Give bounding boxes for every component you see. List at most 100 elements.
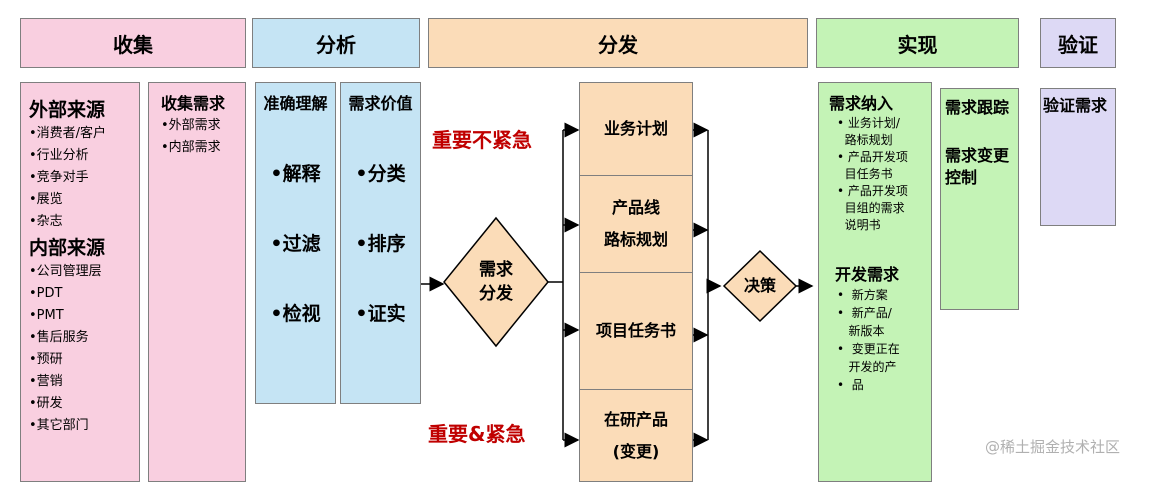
flow-connectors [421, 122, 814, 448]
accept-item: • 产品开发项 [837, 184, 908, 198]
internal-source-item: •其它部门 [29, 418, 89, 433]
dev-need-text: 新方案 [851, 288, 888, 302]
understand-title: 准确理解 [263, 94, 328, 113]
accept-item: 说明书 [837, 218, 881, 232]
internal-source-item: •预研 [29, 352, 63, 367]
flow-roadmap: 产品线 路标规划 [580, 176, 692, 273]
accept-item: • 产品开发项 [837, 150, 908, 164]
dev-need-text: 品 [851, 378, 864, 392]
understand-list: •解释 •过滤 •检视 [256, 163, 335, 325]
value-item: •排序 [355, 233, 406, 255]
internal-source-item: •售后服务 [29, 330, 89, 345]
change-control-line-1: 需求变更 [945, 146, 1010, 165]
accept-title: 需求纳入 [829, 94, 894, 113]
sources-box: 外部来源 •消费者/客户 •行业分析 •竞争对手 •展览 •杂志 内部来源 •公司管理层… [20, 82, 140, 482]
verify-title: 验证需求 [1043, 96, 1108, 115]
dev-need-text: 新产品/ [851, 306, 892, 320]
distribute-diamond [443, 216, 549, 348]
verify-box: 验证需求 [1040, 88, 1116, 226]
implement-track-box: 需求跟踪 需求变更 控制 [940, 88, 1019, 310]
header-verify: 验证 [1040, 18, 1116, 68]
diamond-line-1: 需求 [479, 260, 513, 280]
dev-need-item: 开发的产 [837, 358, 931, 376]
flow-project-charter: 项目任务书 [580, 273, 692, 390]
flow-in-dev-product: 在研产品 (变更) [580, 390, 692, 482]
internal-source-item: •公司管理层 [29, 264, 102, 279]
external-source-item: •展览 [29, 192, 63, 207]
dev-need-item: • 新方案 [837, 286, 931, 304]
external-source-item: •竞争对手 [29, 170, 89, 185]
value-list: •分类 •排序 •证实 [341, 163, 420, 325]
dev-need-text: 变更正在 [851, 342, 900, 356]
collect-need-item: •内部需求 [161, 140, 221, 155]
dev-need-item: • 变更正在 [837, 340, 931, 358]
distribute-diamond-label: 需求 分发 [446, 258, 546, 306]
header-distribute-label: 分发 [598, 32, 638, 57]
dev-need-item: • 新产品/ [837, 304, 931, 322]
understand-item: •检视 [270, 303, 321, 325]
understand-item: •解释 [270, 163, 321, 185]
external-source-item: •杂志 [29, 214, 63, 229]
external-sources-title: 外部来源 [29, 99, 106, 121]
internal-sources-title: 内部来源 [29, 237, 106, 259]
internal-source-item: •研发 [29, 396, 63, 411]
external-source-item: •消费者/客户 [29, 126, 107, 141]
dev-need-text: 新版本 [848, 324, 885, 338]
flow-in-dev-line-1: 在研产品 [603, 410, 668, 429]
track-title: 需求跟踪 [945, 98, 1010, 117]
understand-box: 准确理解 •解释 •过滤 •检视 [255, 82, 336, 404]
collect-needs-title: 收集需求 [161, 94, 226, 113]
flow-business-plan-label: 业务计划 [603, 119, 668, 138]
understand-item: •过滤 [270, 233, 321, 255]
bullet-icon [837, 324, 848, 338]
priority-important-urgent: 重要&紧急 [428, 422, 526, 446]
header-analyze-label: 分析 [316, 32, 356, 57]
dev-need-item: 新版本 [837, 322, 931, 340]
priority-important-not-urgent: 重要不紧急 [432, 128, 532, 152]
dev-needs-title: 开发需求 [835, 265, 900, 284]
value-title: 需求价值 [348, 94, 413, 113]
dev-needs-list: • 新方案• 新产品/ 新版本• 变更正在 开发的产• 品 [837, 286, 931, 394]
value-item: •分类 [355, 163, 406, 185]
change-control-line-2: 控制 [945, 168, 978, 187]
diamond-line-2: 分发 [479, 284, 513, 304]
external-sources-list: •消费者/客户 •行业分析 •竞争对手 •展览 •杂志 [29, 123, 139, 233]
accept-item: 目任务书 [837, 167, 893, 181]
external-source-item: •行业分析 [29, 148, 89, 163]
decision-label: 决策 [743, 276, 776, 295]
flow-project-charter-label: 项目任务书 [595, 321, 676, 340]
header-analyze: 分析 [252, 18, 420, 68]
bullet-icon: • [837, 342, 852, 356]
internal-sources-list: •公司管理层 •PDT •PMT •售后服务 •预研 •营销 •研发 •其它部门 [29, 261, 139, 437]
flow-column: 业务计划 产品线 路标规划 项目任务书 在研产品 (变更) [579, 82, 693, 482]
accept-item: • 业务计划/ [837, 116, 900, 130]
internal-source-item: •PDT [29, 286, 63, 301]
accept-list: • 业务计划/ 路标规划 • 产品开发项 目任务书 • 产品开发项 目组的需求 说明… [837, 115, 931, 234]
bullet-icon: • [837, 306, 852, 320]
dev-need-text: 开发的产 [848, 360, 897, 374]
collect-needs-box: 收集需求 •外部需求 •内部需求 [148, 82, 246, 482]
header-distribute: 分发 [428, 18, 808, 68]
value-item: •证实 [355, 303, 406, 325]
internal-source-item: •营销 [29, 374, 63, 389]
header-collect-label: 收集 [113, 32, 153, 57]
implement-accept-box: 需求纳入 • 业务计划/ 路标规划 • 产品开发项 目任务书 • 产品开发项 目组的… [818, 82, 932, 482]
watermark: @稀土掘金技术社区 [985, 438, 1121, 456]
internal-source-item: •PMT [29, 308, 64, 323]
bullet-icon: • [837, 288, 852, 302]
decision-diamond [722, 249, 798, 323]
flow-in-dev-line-2: (变更) [612, 442, 660, 461]
collect-needs-list: •外部需求 •内部需求 [161, 115, 245, 159]
accept-item: 路标规划 [837, 133, 893, 147]
accept-item: 目组的需求 [837, 201, 905, 215]
dev-need-item: • 品 [837, 376, 931, 394]
flow-business-plan: 业务计划 [580, 83, 692, 176]
collect-need-item: •外部需求 [161, 118, 221, 133]
bullet-icon: • [837, 378, 852, 392]
header-implement-label: 实现 [897, 32, 938, 57]
bullet-icon [837, 360, 848, 374]
header-implement: 实现 [816, 18, 1019, 68]
header-verify-label: 验证 [1058, 32, 1098, 57]
header-collect: 收集 [20, 18, 246, 68]
flow-roadmap-line-2: 路标规划 [603, 230, 668, 249]
